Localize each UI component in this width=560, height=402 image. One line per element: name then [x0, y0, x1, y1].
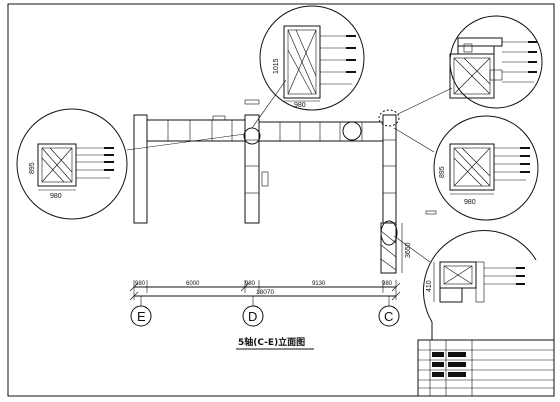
dim-segment-2: 6000 [186, 281, 200, 287]
column-e [133, 114, 148, 224]
callout-circle-mid [342, 121, 362, 141]
axis-bubble-e [130, 305, 152, 327]
callout-circle-c-base [380, 220, 398, 246]
detail-right-height: 895 [439, 166, 446, 178]
detail-top-height: 1015 [273, 58, 280, 74]
detail-top-width: 980 [294, 102, 306, 109]
detail-right: 980 895 [433, 115, 539, 221]
detail-bottom-height: 410 [426, 280, 433, 292]
column-c [382, 114, 397, 224]
beam-e-d [146, 119, 246, 142]
elevation-frame [126, 79, 453, 274]
axis-label-d: D [248, 309, 257, 324]
detail-left: 980 895 [16, 108, 128, 220]
dim-total: 18070 [256, 289, 274, 296]
dimension-chain: 980 6000 980 9130 980 18070 3650 [129, 223, 412, 301]
column-c-base [380, 222, 397, 274]
title-block [417, 339, 555, 397]
column-d [244, 114, 260, 224]
callout-circle-c-top [378, 109, 400, 127]
sheet-border [7, 3, 555, 397]
dim-height-right: 3650 [405, 242, 412, 258]
beam-d-c [258, 121, 384, 142]
dim-segment-1: 980 [135, 281, 146, 287]
callout-circle-d [243, 127, 261, 145]
axis-markers: E D C [130, 296, 400, 327]
dim-segment-5: 980 [382, 281, 393, 287]
detail-top: 980 1015 [259, 5, 365, 111]
detail-right-width: 980 [464, 199, 476, 206]
detail-bottom: 410 [422, 229, 537, 340]
axis-bubble-c [378, 305, 400, 327]
axis-bubble-d [242, 305, 264, 327]
axis-label-c: C [384, 309, 393, 324]
drawing-title: 5轴(C-E)立面图 [238, 336, 305, 348]
dim-segment-3: 980 [245, 281, 256, 287]
detail-top-right [449, 15, 543, 109]
axis-label-e: E [137, 309, 146, 324]
detail-left-height: 895 [29, 162, 36, 174]
dim-segment-4: 9130 [312, 281, 326, 287]
detail-left-width: 980 [50, 193, 62, 200]
